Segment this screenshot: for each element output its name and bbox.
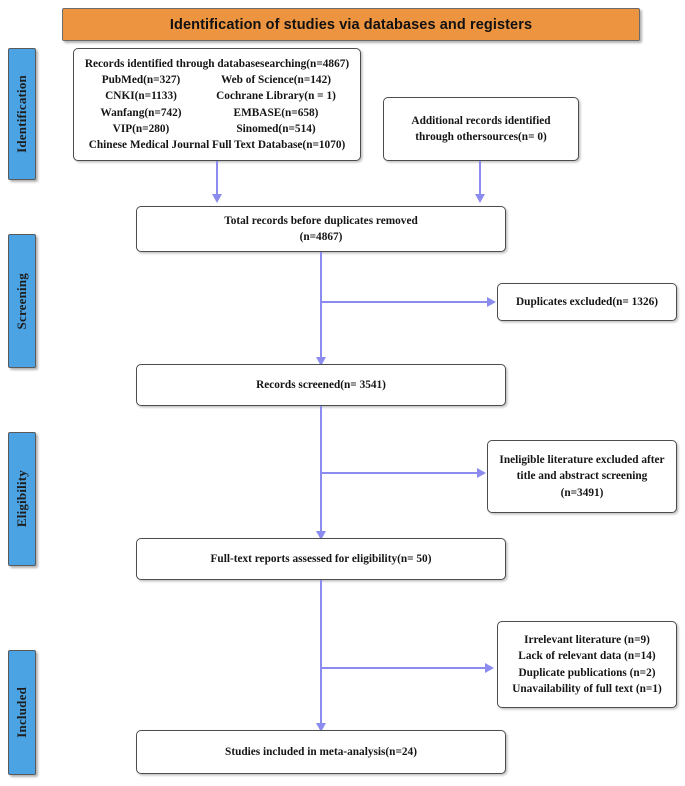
box-fulltext-assessed: Full-text reports assessed for eligibili…: [136, 538, 506, 580]
source-row: VIP(n=280) Sinomed(n=514): [80, 121, 354, 137]
connector-total-to-records-screened: [320, 252, 322, 360]
source-web-of-science: Web of Science(n=142): [221, 74, 331, 87]
arrowhead-fulltext-to-included: [316, 723, 326, 732]
connector-total-to-duplicates-excluded: [320, 301, 488, 303]
total-records-line-1: Total records before duplicates removed: [224, 214, 418, 227]
diagram-title-banner: Identification of studies via databases …: [62, 8, 640, 41]
records-screened-text: Records screened(n= 3541): [256, 378, 386, 391]
arrowhead-additional-records-to-total: [475, 194, 485, 203]
stage-label-screening: Screening: [14, 272, 29, 330]
stage-label-identification: Identification: [14, 75, 29, 153]
ineligible-line-1: Ineligible literature excluded after: [499, 454, 665, 467]
exclusion-reason-duplicate-publications: Duplicate publications (n=2): [518, 666, 656, 679]
connector-additional-records-to-total: [479, 161, 481, 197]
arrowhead-total-to-records-screened: [316, 357, 326, 366]
box-duplicates-excluded: Duplicates excluded(n= 1326): [497, 283, 677, 321]
box-fulltext-exclusion-reasons: Irrelevant literature (n=9) Lack of rele…: [497, 621, 677, 708]
connector-screened-to-ineligible: [320, 472, 478, 474]
additional-records-line-2: through othersources(n= 0): [415, 131, 547, 143]
stage-tab-screening: Screening: [8, 234, 36, 368]
source-cmj-full-text-database: Chinese Medical Journal Full Text Databa…: [88, 138, 346, 151]
total-records-line-2: (n=4867): [299, 231, 343, 243]
box-total-records-before-duplicates: Total records before duplicates removed …: [136, 206, 506, 252]
arrowhead-total-to-duplicates-excluded: [487, 297, 496, 307]
source-cochrane-library: Cochrane Library(n = 1): [216, 90, 336, 103]
source-embase: EMBASE(n=658): [233, 106, 319, 119]
stage-label-eligibility: Eligibility: [14, 470, 29, 528]
duplicates-excluded-text: Duplicates excluded(n= 1326): [516, 295, 658, 308]
page-title: Identification of studies via databases …: [169, 16, 533, 33]
arrowhead-records-identified-to-total: [212, 194, 222, 203]
stage-tab-included: Included: [8, 650, 36, 775]
arrowhead-screened-to-ineligible: [477, 468, 486, 478]
source-vip: VIP(n=280): [112, 122, 170, 135]
ineligible-line-3: (n=3491): [560, 486, 604, 499]
source-row: PubMed(n=327) Web of Science(n=142): [80, 72, 354, 88]
fulltext-assessed-text: Full-text reports assessed for eligibili…: [210, 552, 432, 565]
stage-tab-identification: Identification: [8, 48, 36, 180]
source-wanfang: Wanfang(n=742): [100, 106, 182, 119]
box-ineligible-literature-excluded: Ineligible literature excluded after tit…: [487, 440, 677, 513]
connector-screened-to-fulltext: [320, 406, 322, 534]
arrowhead-fulltext-to-exclusions: [485, 663, 494, 673]
exclusion-reason-unavailability-of-full-text: Unavailability of full text (n=1): [512, 682, 662, 695]
box-additional-records: Additional records identified through ot…: [383, 97, 579, 161]
stage-tab-eligibility: Eligibility: [8, 432, 36, 566]
arrowhead-screened-to-fulltext: [316, 531, 326, 540]
source-pubmed: PubMed(n=327): [101, 74, 181, 87]
source-cnki: CNKI(n=1133): [105, 90, 177, 103]
exclusion-reason-lack-of-relevant-data: Lack of relevant data (n=14): [518, 650, 656, 663]
exclusion-reason-irrelevant-literature: Irrelevant literature (n=9): [524, 634, 650, 647]
connector-fulltext-to-included: [320, 580, 322, 726]
box-records-identified: Records identified through databasesearc…: [73, 48, 361, 161]
box-records-screened: Records screened(n= 3541): [136, 364, 506, 406]
ineligible-line-2: title and abstract screening: [516, 470, 648, 483]
connector-fulltext-to-exclusions: [320, 667, 486, 669]
studies-included-text: Studies included in meta-analysis(n=24): [225, 745, 417, 758]
source-sinomed: Sinomed(n=514): [236, 122, 316, 135]
connector-records-identified-to-total: [216, 161, 218, 197]
box-studies-included: Studies included in meta-analysis(n=24): [136, 730, 506, 774]
records-identified-heading: Records identified through databasesearc…: [84, 58, 350, 71]
source-row: Wanfang(n=742) EMBASE(n=658): [80, 105, 354, 121]
stage-label-included: Included: [14, 687, 29, 738]
source-row: CNKI(n=1133) Cochrane Library(n = 1): [80, 88, 354, 104]
additional-records-line-1: Additional records identified: [411, 114, 551, 127]
